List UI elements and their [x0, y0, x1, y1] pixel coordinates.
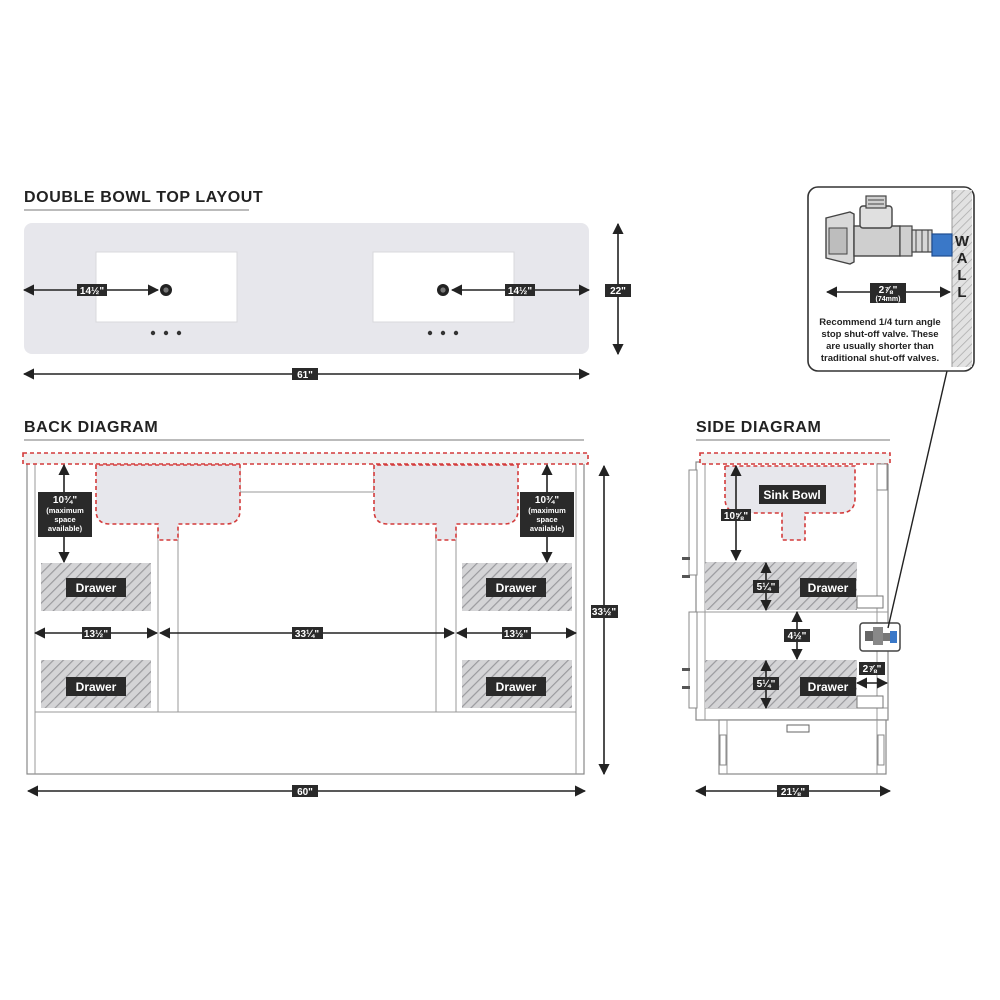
svg-text:Drawer: Drawer [808, 680, 849, 694]
callout-leader-line [887, 370, 948, 629]
svg-text:Drawer: Drawer [496, 680, 537, 694]
callout-note-line-2: stop shut-off valve. These [821, 329, 938, 340]
top-depth-label: 22" [610, 286, 626, 297]
wall-label-l2: L [957, 284, 966, 301]
wall-label-l1: L [957, 267, 966, 284]
top-layout-title: DOUBLE BOWL TOP LAYOUT [24, 189, 263, 206]
side-diagram-title: SIDE DIAGRAM [696, 419, 821, 436]
side-depth-label: 21⅛" [781, 787, 805, 798]
drawer-gap-label: 4½" [788, 631, 807, 642]
drawer-back-bottom-left: Drawer [41, 660, 151, 708]
svg-text:(maximum: (maximum [46, 506, 84, 515]
callout-note-line-1: Recommend 1/4 turn angle [819, 317, 940, 328]
bowl-depth-label: 10⅝" [724, 511, 748, 522]
angle-stop-valve-icon [825, 195, 953, 265]
right-bay-width-label: 13½" [504, 629, 528, 640]
bottom-drawer-height-label: 5¼" [757, 679, 776, 690]
callout-note-line-3: are usually shorter than [826, 341, 934, 352]
countertop-edge-back [22, 452, 589, 465]
drawer-side-bottom: Drawer [705, 660, 857, 708]
drawer-side-top: Drawer [705, 562, 857, 610]
left-faucet-holes-icon [150, 330, 182, 336]
drawer-back-top-right: Drawer [462, 563, 572, 611]
svg-text:space: space [536, 515, 557, 524]
side-diagram-section: SIDE DIAGRAM Sink Bowl 10⅝" [682, 419, 901, 798]
left-drain-offset-label: 14½" [80, 286, 104, 297]
callout-note-line-4: traditional shut-off valves. [821, 353, 939, 364]
right-drain-offset-label: 14½" [508, 286, 532, 297]
top-width-label: 61" [297, 370, 313, 381]
right-clearance-value: 10¾" [535, 495, 559, 506]
svg-text:(maximum: (maximum [528, 506, 566, 515]
drawer-back-bottom-right: Drawer [462, 660, 572, 708]
left-drain-icon [160, 284, 172, 296]
back-diagram-title: BACK DIAGRAM [24, 419, 158, 436]
valve-offset-label: 2⅞" [863, 664, 882, 675]
left-clearance-value: 10¾" [53, 495, 77, 506]
svg-text:available): available) [48, 524, 83, 533]
svg-text:Drawer: Drawer [76, 581, 117, 595]
wall-label-a: A [957, 250, 968, 267]
valve-callout: W A L L 2⅞" (74mm) Recommend 1/4 turn an… [807, 186, 975, 629]
svg-text:space: space [54, 515, 75, 524]
left-bay-width-label: 13½" [84, 629, 108, 640]
sink-bowl-label: Sink Bowl [763, 488, 820, 502]
wall-label-w: W [955, 233, 970, 250]
right-faucet-holes-icon [427, 330, 459, 336]
svg-text:available): available) [530, 524, 565, 533]
countertop-edge-side [699, 452, 891, 465]
right-drain-icon [437, 284, 449, 296]
back-height-label: 33½" [592, 607, 616, 618]
valve-width-label: 2⅞" [879, 285, 898, 296]
valve-width-mm-label: (74mm) [876, 296, 901, 303]
back-width-label: 60" [297, 787, 313, 798]
shutoff-valve-small-icon [859, 622, 901, 652]
middle-bay-width-label: 33¼" [295, 629, 319, 640]
drawer-back-top-left: Drawer [41, 563, 151, 611]
drawer-pull-icon [682, 557, 690, 689]
svg-text:Drawer: Drawer [496, 581, 537, 595]
right-sink-bowl-back [373, 464, 519, 541]
top-drawer-height-label: 5¼" [757, 582, 776, 593]
wall-hatch [952, 190, 972, 367]
svg-text:Drawer: Drawer [808, 581, 849, 595]
back-diagram-section: BACK DIAGRAM 10¾" (maximum space availab… [22, 419, 618, 798]
top-layout-section: DOUBLE BOWL TOP LAYOUT 14½" 14½" 22" 61" [22, 189, 631, 381]
left-sink-bowl-back [95, 464, 241, 541]
drawer-slide-stops [856, 595, 884, 709]
svg-text:Drawer: Drawer [76, 680, 117, 694]
